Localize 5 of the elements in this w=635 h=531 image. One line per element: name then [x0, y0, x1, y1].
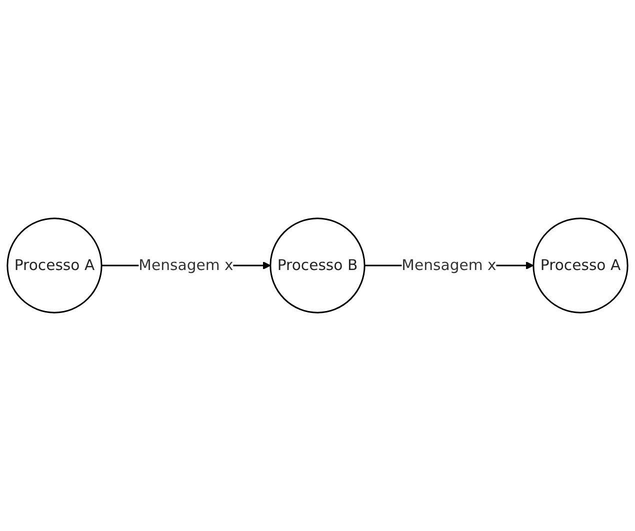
node-circle: Processo B: [270, 218, 366, 314]
edge-label: Mensagem x: [138, 256, 234, 274]
edge-label: Mensagem x: [402, 256, 496, 274]
node-circle: Processo A: [6, 218, 102, 314]
node-circle: Processo A: [532, 218, 628, 314]
